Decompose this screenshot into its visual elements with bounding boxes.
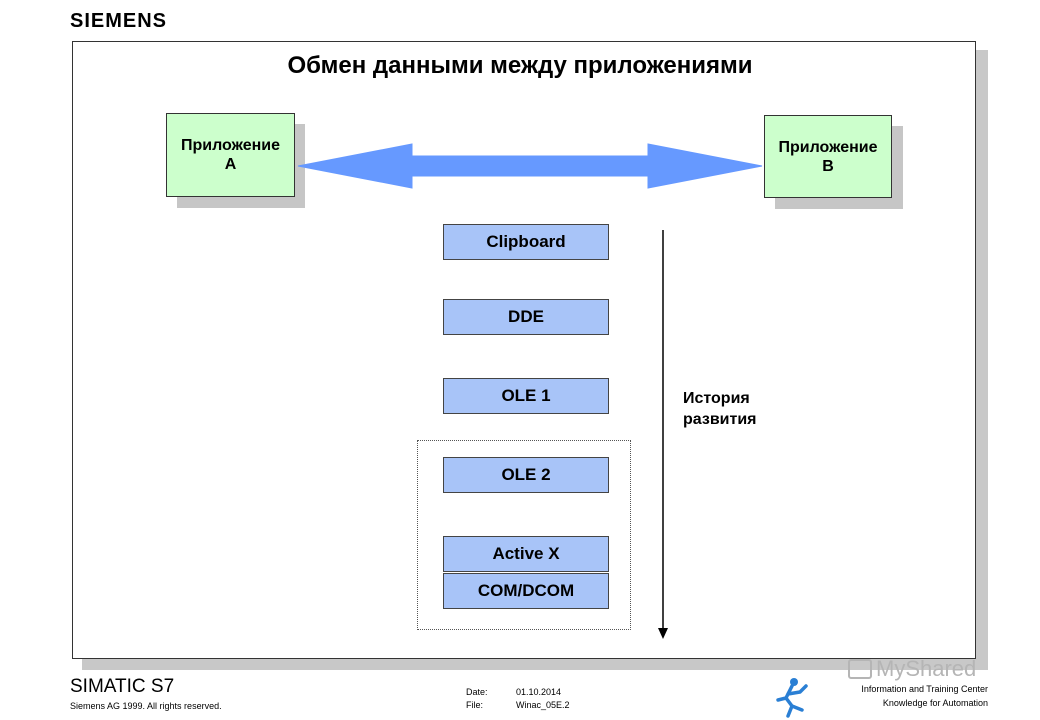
siemens-logo: SIEMENS [70,10,168,32]
watermark-text: MyShared [876,656,977,681]
date-label: Date: [466,687,488,697]
file-label: File: [466,700,484,710]
history-line2: развития [683,411,757,428]
watermark: MyShared [848,656,976,682]
application-b-label: Приложение [778,138,878,156]
tech-com-dcom: COM/DCOM [443,573,609,609]
tech-clipboard: Clipboard [443,224,609,260]
history-line1: История [683,390,750,407]
tech-dde: DDE [443,299,609,335]
tech-activex: Active X [443,536,609,572]
footer-copyright: Siemens AG 1999. All rights reserved. [70,701,222,711]
bidirectional-arrow [297,143,763,189]
dotted-group-frame [417,440,631,630]
tech-ole1: OLE 1 [443,378,609,414]
bidirectional-arrow-shape [297,143,763,189]
timeline-arrowhead [658,628,668,639]
footer-center-line1: Information and Training Center [861,684,988,694]
application-a-label: Приложение [180,137,281,154]
footer-meta: Date: 01.10.2014 File: Winac_05E.2 [466,686,570,712]
running-figure-icon [776,678,808,718]
watermark-icon [848,659,872,679]
file-value: Winac_05E.2 [516,700,570,710]
application-b-letter: B [822,157,834,175]
footer-product: SIMATIC S7 [70,676,175,697]
application-b-box: Приложение B [764,115,892,198]
tech-ole2: OLE 2 [443,457,609,493]
application-a-letter: A [224,156,237,173]
timeline-arrow [658,230,668,639]
application-a-box: Приложение A [166,113,295,197]
history-label: История развития [683,388,757,430]
footer-center-line2: Knowledge for Automation [882,698,988,708]
footer-center-info: Information and Training Center Knowledg… [861,682,988,710]
slide-title: Обмен данными между приложениями [287,52,753,79]
date-value: 01.10.2014 [516,687,562,697]
